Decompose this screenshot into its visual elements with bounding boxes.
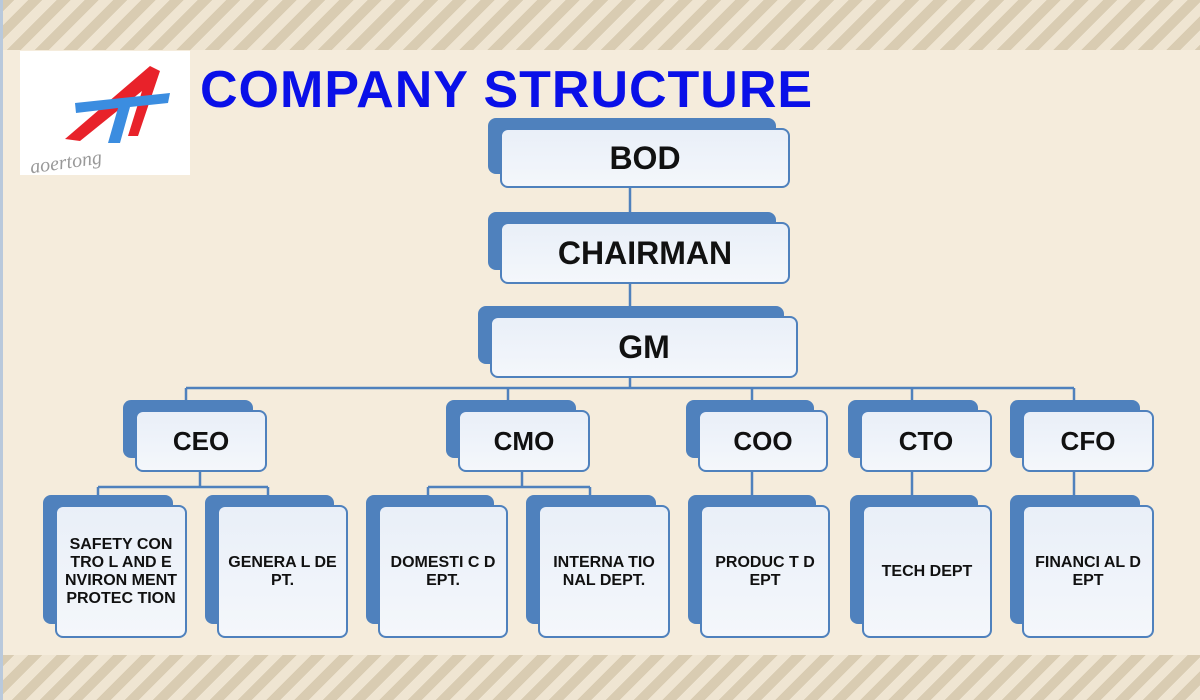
node-label: INTERNA TIONAL DEPT. bbox=[538, 505, 670, 638]
node-domestic-dept: DOMESTI C DEPT. bbox=[366, 495, 508, 638]
node-label: GM bbox=[490, 316, 798, 378]
decorative-border-bottom bbox=[0, 655, 1200, 700]
node-general-dept: GENERA L DEPT. bbox=[205, 495, 348, 638]
node-label: CTO bbox=[860, 410, 992, 472]
node-gm: GM bbox=[478, 306, 798, 378]
node-label: CHAIRMAN bbox=[500, 222, 790, 284]
node-cmo: CMO bbox=[446, 400, 590, 472]
node-label: FINANCI AL DEPT bbox=[1022, 505, 1154, 638]
node-cto: CTO bbox=[848, 400, 992, 472]
node-ceo: CEO bbox=[123, 400, 267, 472]
company-logo: aoertong bbox=[20, 51, 190, 175]
node-label: COO bbox=[698, 410, 828, 472]
node-label: CFO bbox=[1022, 410, 1154, 472]
node-international-dept: INTERNA TIONAL DEPT. bbox=[526, 495, 670, 638]
node-label: DOMESTI C DEPT. bbox=[378, 505, 508, 638]
node-chairman: CHAIRMAN bbox=[488, 212, 790, 284]
node-label: BOD bbox=[500, 128, 790, 188]
node-safety-control: SAFETY CONTRO L AND ENVIRON MENT PROTEC … bbox=[43, 495, 187, 638]
node-label: CEO bbox=[135, 410, 267, 472]
page-title: COMPANY STRUCTURE bbox=[200, 61, 814, 119]
node-bod: BOD bbox=[488, 118, 790, 188]
node-label: TECH DEPT bbox=[862, 505, 992, 638]
node-product-dept: PRODUC T DEPT bbox=[688, 495, 830, 638]
node-financial-dept: FINANCI AL DEPT bbox=[1010, 495, 1154, 638]
decorative-border-top bbox=[0, 0, 1200, 50]
node-label: PRODUC T DEPT bbox=[700, 505, 830, 638]
node-tech-dept: TECH DEPT bbox=[850, 495, 992, 638]
node-label: CMO bbox=[458, 410, 590, 472]
node-coo: COO bbox=[686, 400, 828, 472]
node-label: GENERA L DEPT. bbox=[217, 505, 348, 638]
node-cfo: CFO bbox=[1010, 400, 1154, 472]
node-label: SAFETY CONTRO L AND ENVIRON MENT PROTEC … bbox=[55, 505, 187, 638]
slide-edge bbox=[0, 0, 3, 700]
